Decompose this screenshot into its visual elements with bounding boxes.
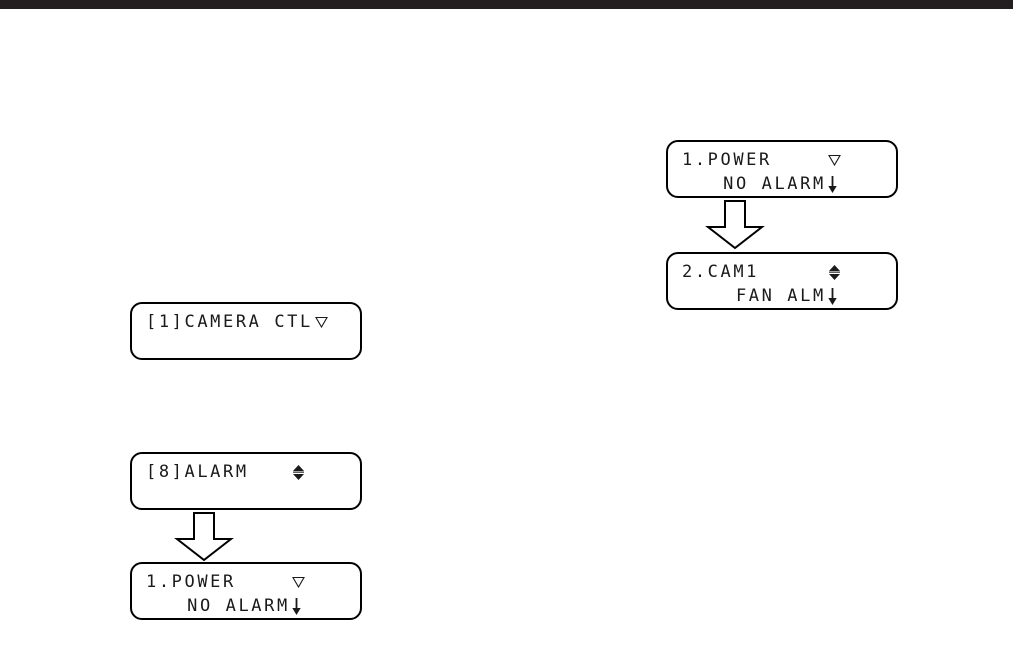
lcd-line-1: 1.POWER	[146, 570, 346, 594]
lcd-panel-power-no-alarm-left[interactable]: 1.POWER NO ALARM	[130, 562, 362, 620]
lcd-line-1: 2.CAM1	[682, 260, 882, 284]
lcd-line-2	[146, 484, 346, 502]
lcd-line-2: NO ALARM	[146, 594, 346, 618]
lcd-line-2: FAN ALM	[682, 284, 882, 308]
flow-arrow-down-left	[172, 512, 236, 562]
arrow-down-icon	[292, 568, 346, 645]
arrow-down-icon	[828, 258, 882, 335]
lcd-panel-cam1-fan-alm[interactable]: 2.CAM1 FAN ALM	[666, 252, 898, 310]
flow-arrow-down-right	[703, 200, 767, 250]
up-down-arrow-filled-icon	[292, 435, 346, 510]
triangle-down-outline-icon	[291, 546, 346, 618]
lcd-line-1: [1]CAMERA CTL	[146, 310, 346, 334]
lcd-text: 1.POWER	[682, 150, 772, 170]
lcd-line-2: NO ALARM	[682, 172, 882, 196]
triangle-down-outline-icon	[314, 286, 369, 358]
lcd-line-1: [8]ALARM	[146, 460, 346, 484]
lcd-text: NO ALARM	[723, 174, 826, 194]
lcd-panel-camera-ctl[interactable]: [1]CAMERA CTL	[130, 302, 362, 360]
top-header-bar	[0, 0, 1013, 9]
lcd-text: 1.POWER	[146, 572, 236, 592]
triangle-down-outline-icon	[827, 124, 882, 196]
lcd-panel-power-no-alarm-right[interactable]: 1.POWER NO ALARM	[666, 140, 898, 198]
lcd-text: [8]ALARM	[146, 462, 249, 482]
lcd-line-1: 1.POWER	[682, 148, 882, 172]
lcd-panel-alarm-menu[interactable]: [8]ALARM	[130, 452, 362, 510]
lcd-text: FAN ALM	[735, 286, 826, 306]
lcd-text: 2.CAM1	[682, 262, 760, 282]
arrow-down-icon	[828, 146, 882, 223]
up-down-arrow-filled-icon	[828, 235, 882, 310]
lcd-text: [1]CAMERA CTL	[146, 312, 313, 332]
lcd-line-2	[146, 334, 346, 352]
lcd-text: NO ALARM	[187, 596, 290, 616]
